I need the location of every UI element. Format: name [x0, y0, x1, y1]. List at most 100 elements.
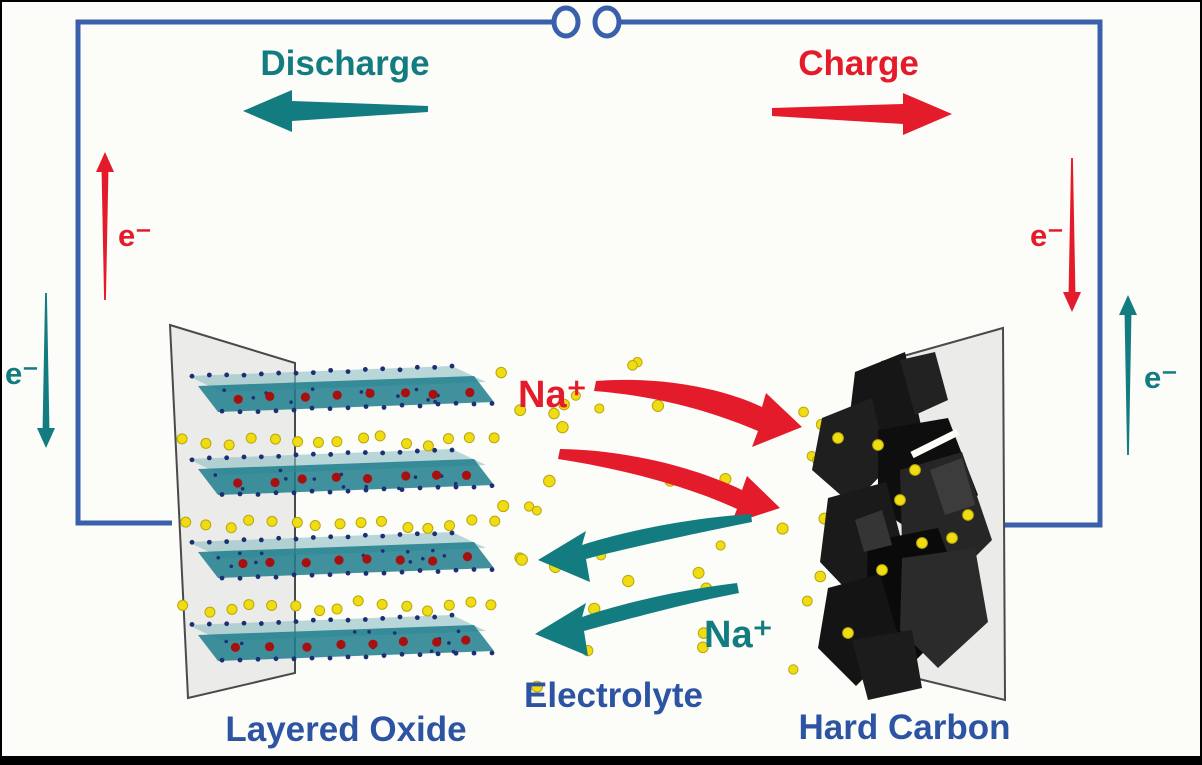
- ion-dot: [417, 403, 423, 409]
- ion-dot: [489, 567, 495, 573]
- ion-dot: [489, 483, 495, 489]
- ion-dot: [213, 473, 218, 477]
- ion-dot: [310, 387, 315, 391]
- charge-label: Charge: [798, 44, 919, 83]
- ion-dot: [297, 474, 307, 484]
- ion-dot: [414, 387, 419, 392]
- ion-dot: [309, 572, 315, 578]
- ion-dot: [266, 515, 278, 527]
- ion-dot: [435, 484, 441, 490]
- ion-dot: [180, 516, 192, 528]
- ion-dot: [456, 629, 461, 634]
- ion-dot: [465, 596, 477, 608]
- sodium-flow-arrows: [535, 379, 802, 656]
- sodium-label-discharge: Na⁺: [704, 614, 773, 656]
- ion-dot: [548, 407, 560, 420]
- ion-dot: [396, 394, 400, 398]
- ion-dot: [471, 650, 477, 656]
- electron-label-right-inner: e⁻: [1030, 218, 1064, 253]
- ion-dot: [327, 655, 333, 661]
- ion-dot: [421, 556, 425, 561]
- ion-dot: [200, 519, 212, 531]
- ion-dot: [692, 566, 705, 579]
- ion-dot: [651, 399, 665, 412]
- ion-dot: [258, 621, 264, 626]
- ion-dot: [204, 606, 216, 618]
- hard-carbon-particles: [812, 352, 992, 700]
- ion-dot: [801, 595, 813, 607]
- ion-dot: [341, 485, 346, 489]
- ion-dot: [422, 440, 434, 452]
- ion-dot: [219, 408, 225, 414]
- ion-dot: [312, 477, 317, 481]
- layered-oxide-slabs: [188, 363, 495, 663]
- ion-dot: [359, 390, 364, 394]
- ion-dot: [278, 468, 283, 473]
- ion-dot: [543, 474, 556, 488]
- ion-dot: [245, 432, 257, 444]
- ion-dot: [364, 484, 368, 489]
- carbon-facet: [930, 458, 975, 515]
- ion-dot: [226, 603, 238, 615]
- ion-dot: [293, 619, 299, 624]
- electron-arrow-down-right: [1063, 158, 1081, 312]
- ion-dot: [345, 617, 351, 623]
- ion-dot: [397, 449, 403, 455]
- ion-dot: [230, 642, 241, 652]
- electron-arrow-down-left: [37, 293, 55, 448]
- ion-dot: [239, 641, 244, 646]
- ion-dot: [224, 621, 230, 627]
- ion-dot: [327, 489, 333, 495]
- ion-dot: [273, 574, 279, 580]
- ion-dot: [471, 401, 477, 407]
- ion-dot: [380, 549, 385, 553]
- ion-dot: [255, 656, 261, 662]
- ion-dot: [449, 447, 455, 453]
- ion-dot: [463, 432, 475, 444]
- ion-dot: [428, 556, 438, 566]
- ion-dot: [291, 490, 297, 496]
- ion-dot: [489, 650, 495, 656]
- carbon-gap-highlight: [910, 428, 960, 459]
- ion-dot: [291, 516, 303, 528]
- ion-dot: [345, 570, 351, 576]
- cathode-label: Layered Oxide: [225, 710, 467, 749]
- ion-dot: [622, 574, 635, 588]
- ion-dot: [433, 399, 437, 404]
- slab-body-sheet: [198, 376, 494, 412]
- ion-dot: [398, 636, 408, 647]
- ion-dot: [310, 617, 316, 623]
- ion-dot: [206, 621, 212, 627]
- ion-dot: [514, 404, 527, 417]
- electron-label-left-inner: e⁻: [118, 218, 152, 253]
- ion-dot: [453, 400, 459, 406]
- ion-dot: [237, 575, 243, 581]
- ion-dot: [443, 520, 455, 532]
- sodium-label-charge: Na⁺: [518, 374, 587, 416]
- ion-dot: [558, 398, 570, 411]
- ion-dot: [426, 398, 430, 402]
- ion-dot: [909, 464, 921, 476]
- charge-ion-arrow-1: [594, 379, 802, 447]
- ion-dot: [255, 574, 261, 580]
- ion-dot: [876, 564, 888, 576]
- ion-dot: [328, 452, 334, 457]
- ion-dot: [276, 620, 282, 625]
- ion-dot: [240, 486, 245, 491]
- ion-dot: [453, 484, 459, 490]
- ion-dot: [265, 391, 275, 401]
- ion-dot: [515, 553, 528, 566]
- ion-dot: [254, 560, 258, 565]
- ion-dot: [715, 540, 726, 551]
- ion-dot: [331, 472, 341, 482]
- ion-dot: [413, 475, 418, 479]
- ion-dot: [332, 390, 342, 400]
- ion-dot: [495, 366, 507, 379]
- ion-dot: [375, 515, 387, 527]
- ion-dot: [362, 617, 368, 622]
- ion-dot: [428, 389, 438, 400]
- ion-dot: [259, 551, 264, 556]
- ion-dot: [331, 436, 343, 448]
